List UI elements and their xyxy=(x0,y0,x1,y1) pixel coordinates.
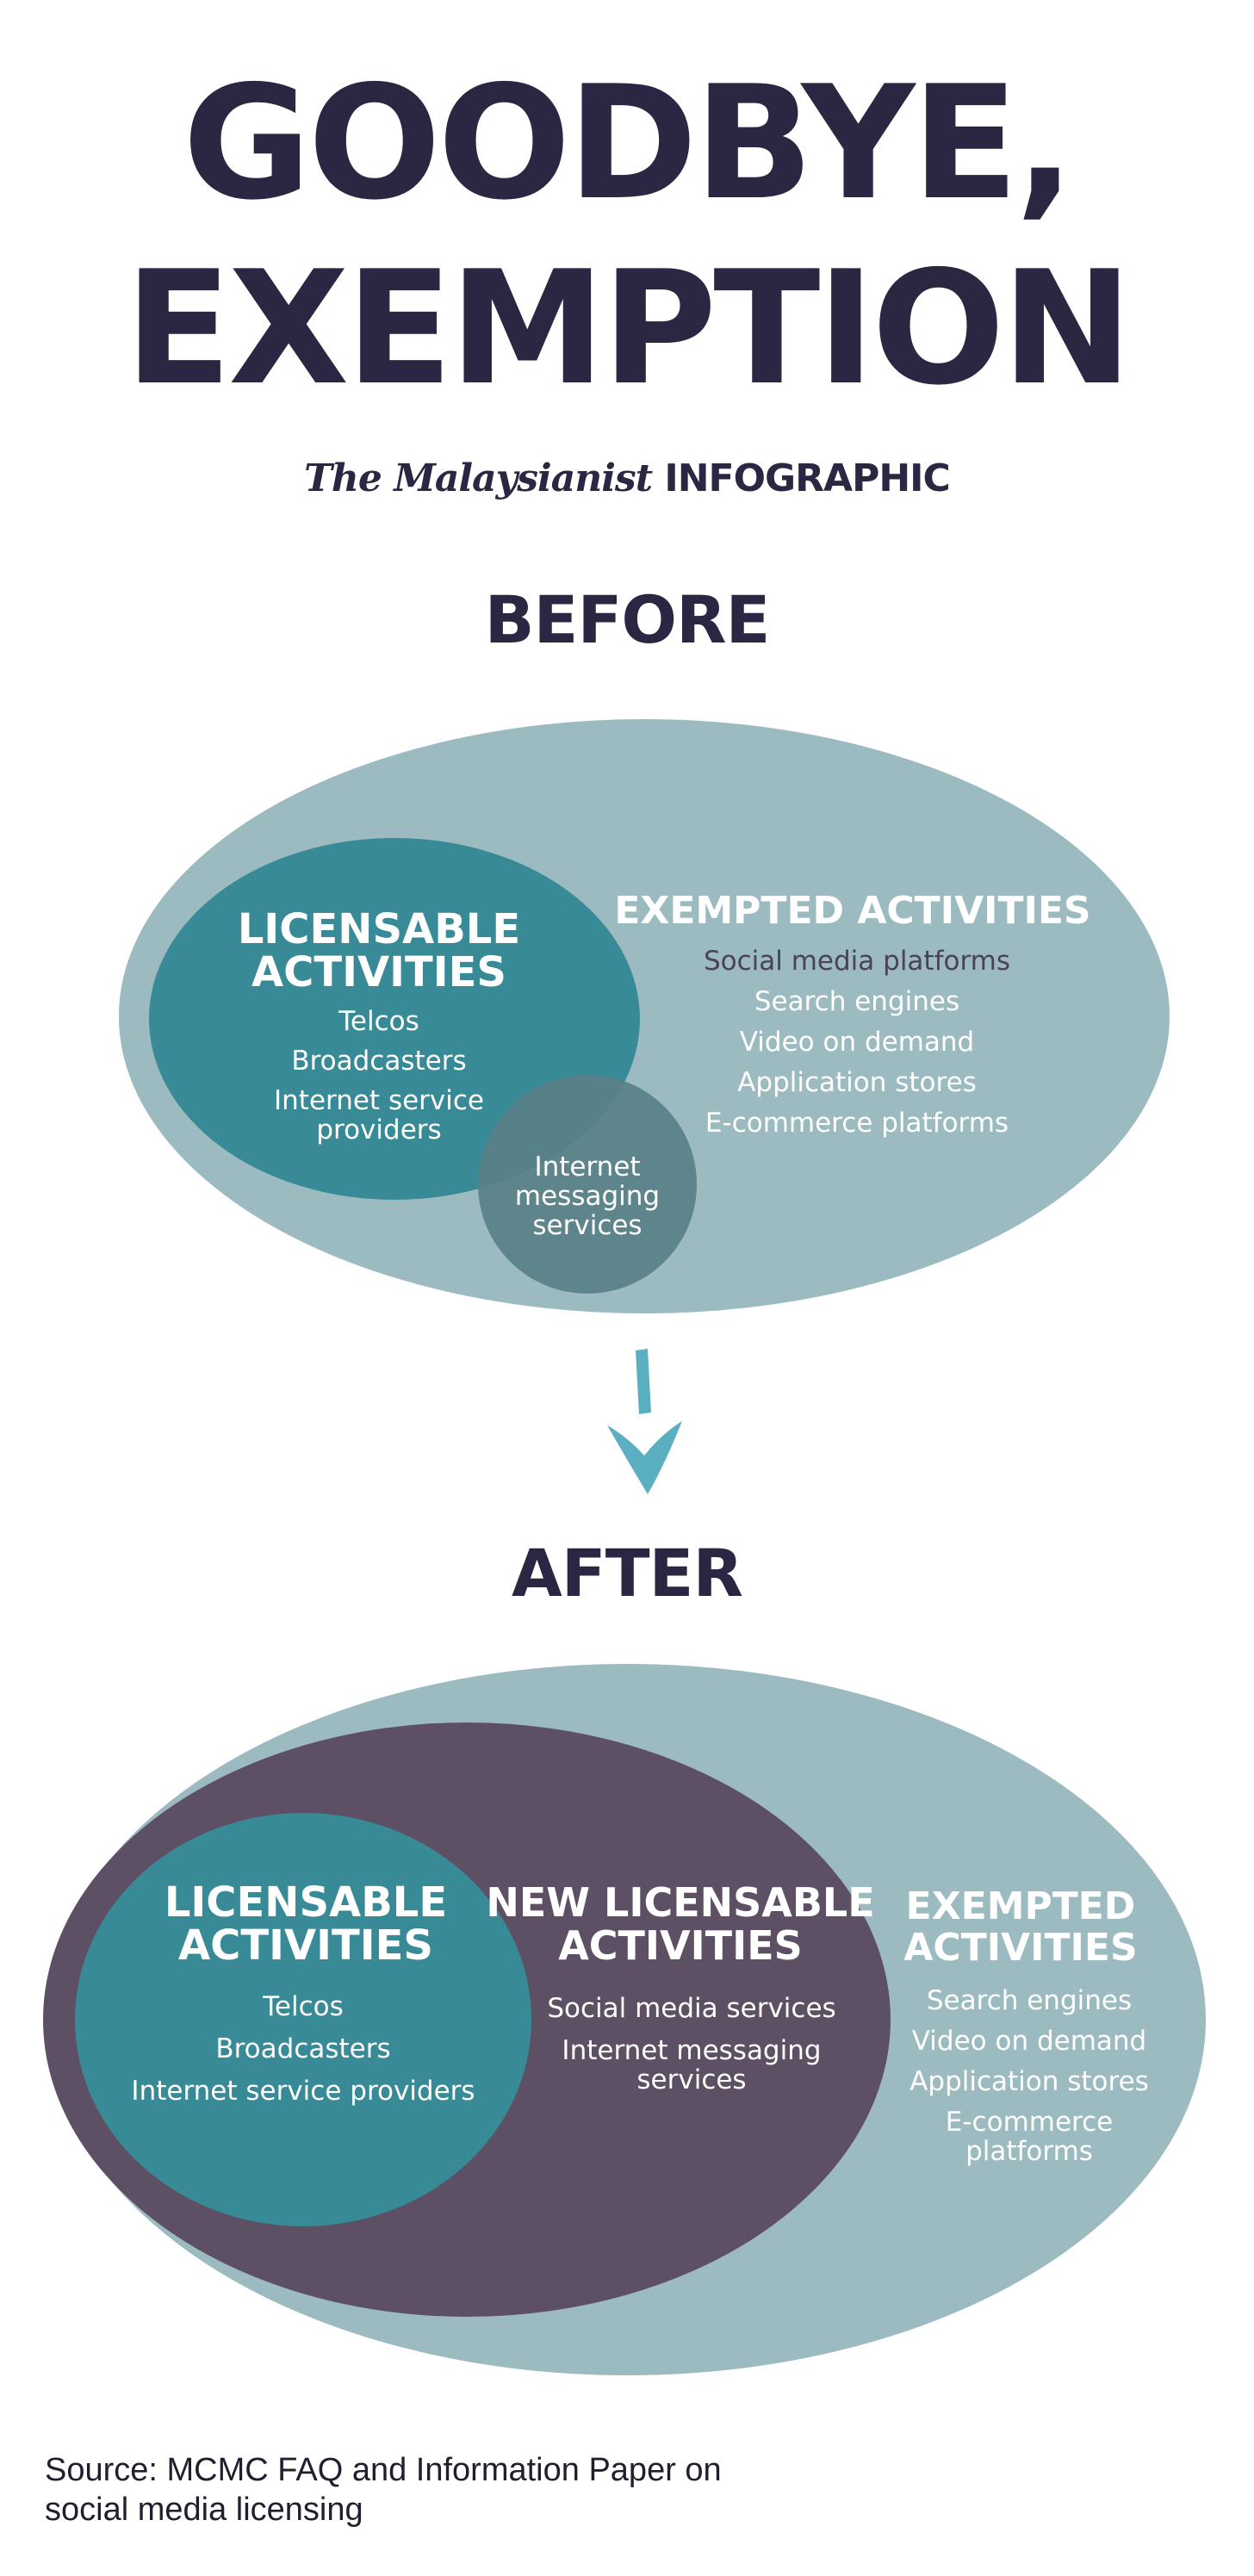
after-exempted-item: Search engines xyxy=(927,1985,1132,2016)
before-heading: BEFORE xyxy=(484,581,771,658)
after-licensable-ellipse xyxy=(75,1813,531,2226)
before-exempted-item: Search engines xyxy=(754,986,959,1017)
subtitle: The Malaysianist INFOGRAPHIC xyxy=(0,456,1254,500)
after-exempted-item: E-commerce xyxy=(946,2107,1113,2138)
subtitle-label: INFOGRAPHIC xyxy=(664,456,950,500)
after-licensable-title-1: LICENSABLE xyxy=(165,1878,447,1927)
before-licensable-title-2: ACTIVITIES xyxy=(251,948,506,996)
after-new-licensable-item: Social media services xyxy=(547,1993,835,2024)
after-diagram: LICENSABLE ACTIVITIES Telcos Broadcaster… xyxy=(43,1664,1206,2375)
after-new-licensable-title-2: ACTIVITIES xyxy=(558,1922,803,1969)
after-licensable-item: Broadcasters xyxy=(215,2033,390,2064)
before-licensable-item: Broadcasters xyxy=(291,1046,466,1077)
before-overlap-item: messaging xyxy=(515,1181,660,1212)
before-exempted-item: Video on demand xyxy=(740,1027,974,1058)
subtitle-brand: The Malaysianist xyxy=(304,456,653,500)
before-exempted-item: Application stores xyxy=(737,1067,977,1098)
before-overlap-item: services xyxy=(532,1210,642,1241)
before-licensable-item: Telcos xyxy=(338,1006,419,1037)
before-licensable-title-1: LICENSABLE xyxy=(238,905,520,953)
before-licensable-item: Internet service xyxy=(274,1085,484,1116)
after-new-licensable-item: services xyxy=(636,2064,746,2095)
after-exempted-item: platforms xyxy=(965,2136,1093,2167)
before-licensable-item: providers xyxy=(316,1114,441,1145)
after-new-licensable-title-1: NEW LICENSABLE xyxy=(486,1879,874,1926)
source-line-1: Source: MCMC FAQ and Information Paper o… xyxy=(45,2452,722,2488)
source-line-2: social media licensing xyxy=(45,2492,363,2528)
after-heading: AFTER xyxy=(511,1535,743,1611)
after-exempted-item: Application stores xyxy=(909,2066,1149,2097)
before-exempted-title: EXEMPTED ACTIVITIES xyxy=(614,889,1090,933)
source-note: Source: MCMC FAQ and Information Paper o… xyxy=(45,2450,820,2529)
title-line-1: GOODBYE, xyxy=(183,52,1075,234)
down-arrow-icon xyxy=(607,1349,682,1494)
before-exempted-item: Social media platforms xyxy=(704,946,1010,977)
after-exempted-item: Video on demand xyxy=(912,2026,1146,2057)
before-exempted-item: E-commerce platforms xyxy=(705,1108,1009,1139)
after-licensable-item: Telcos xyxy=(262,1991,344,2022)
after-exempted-title-1: EXEMPTED xyxy=(906,1884,1136,1928)
after-licensable-item: Internet service providers xyxy=(131,2076,475,2107)
before-overlap-circle xyxy=(478,1075,697,1294)
before-overlap-item: Internet xyxy=(534,1151,640,1182)
before-diagram: LICENSABLE ACTIVITIES Telcos Broadcaster… xyxy=(119,719,1170,1313)
after-exempted-title-2: ACTIVITIES xyxy=(903,1926,1137,1970)
after-new-licensable-item: Internet messaging xyxy=(562,2035,821,2066)
title-line-2: EXEMPTION xyxy=(124,237,1133,419)
after-licensable-title-2: ACTIVITIES xyxy=(178,1921,433,1970)
